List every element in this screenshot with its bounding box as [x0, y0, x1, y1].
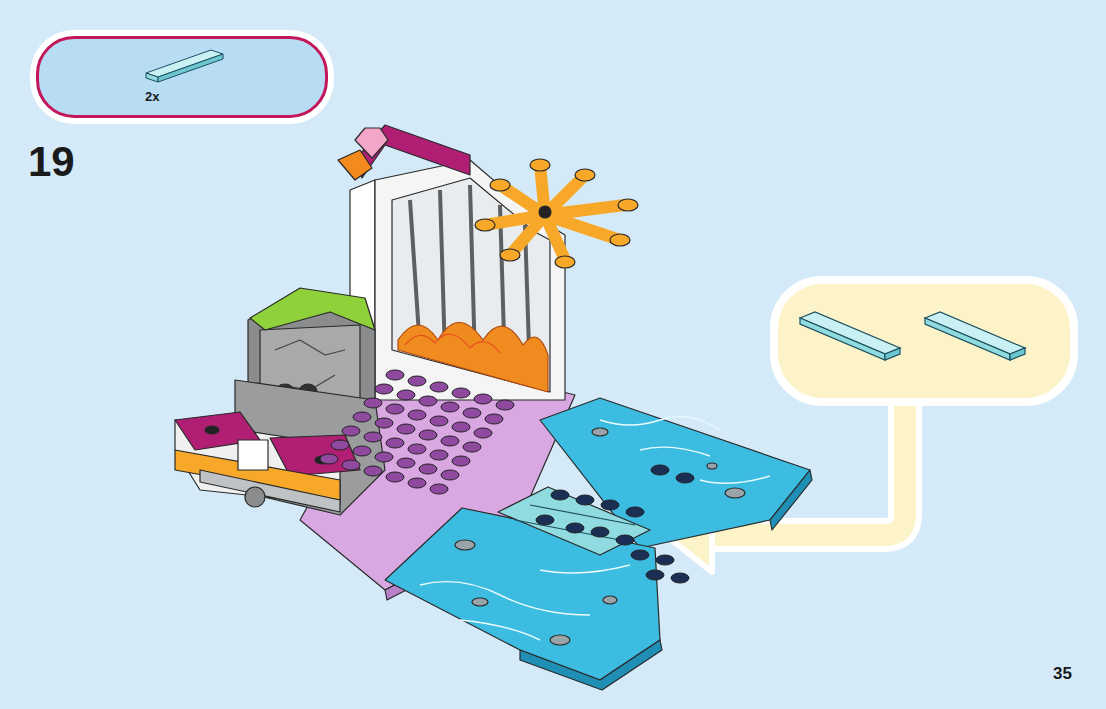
tile-part: [141, 45, 231, 85]
stud: [419, 464, 437, 474]
stud: [601, 500, 619, 510]
lego-model: [175, 125, 812, 690]
stud: [626, 507, 644, 517]
stud: [408, 478, 426, 488]
stud: [364, 432, 382, 442]
stud: [386, 370, 404, 380]
stud: [656, 555, 674, 565]
stud: [364, 398, 382, 408]
stud: [408, 444, 426, 454]
stud: [496, 400, 514, 410]
stud: [671, 573, 689, 583]
stud: [536, 515, 554, 525]
stud: [631, 550, 649, 560]
stud: [430, 382, 448, 392]
stud: [364, 466, 382, 476]
stud-grid: [320, 370, 694, 583]
stud: [397, 424, 415, 434]
stud: [331, 440, 349, 450]
stud: [485, 414, 503, 424]
part-count: 2x: [145, 89, 159, 104]
stud: [474, 394, 492, 404]
stud: [397, 458, 415, 468]
stud: [463, 408, 481, 418]
stud: [386, 472, 404, 482]
stud: [430, 450, 448, 460]
stud: [408, 410, 426, 420]
stud: [430, 484, 448, 494]
stud: [408, 376, 426, 386]
stud: [576, 495, 594, 505]
stud: [419, 430, 437, 440]
stud: [386, 404, 404, 414]
parts-callout: 2x: [36, 36, 328, 118]
stud: [463, 442, 481, 452]
stud: [342, 426, 360, 436]
stud: [474, 428, 492, 438]
step-number: 19: [28, 138, 75, 186]
stud: [342, 460, 360, 470]
page-number: 35: [1053, 664, 1072, 684]
stud: [419, 396, 437, 406]
stud: [566, 523, 584, 533]
stud: [320, 454, 338, 464]
stud: [646, 570, 664, 580]
stud: [651, 465, 669, 475]
stud: [386, 438, 404, 448]
stud: [616, 535, 634, 545]
stud: [375, 452, 393, 462]
stud: [441, 402, 459, 412]
stud: [441, 470, 459, 480]
stud: [452, 422, 470, 432]
stud: [441, 436, 459, 446]
stud: [353, 412, 371, 422]
stud: [397, 390, 415, 400]
stud: [452, 388, 470, 398]
stud: [676, 473, 694, 483]
stud: [375, 384, 393, 394]
stud: [430, 416, 448, 426]
stud: [353, 446, 371, 456]
stud: [375, 418, 393, 428]
stud: [591, 527, 609, 537]
stud: [551, 490, 569, 500]
stud: [452, 456, 470, 466]
